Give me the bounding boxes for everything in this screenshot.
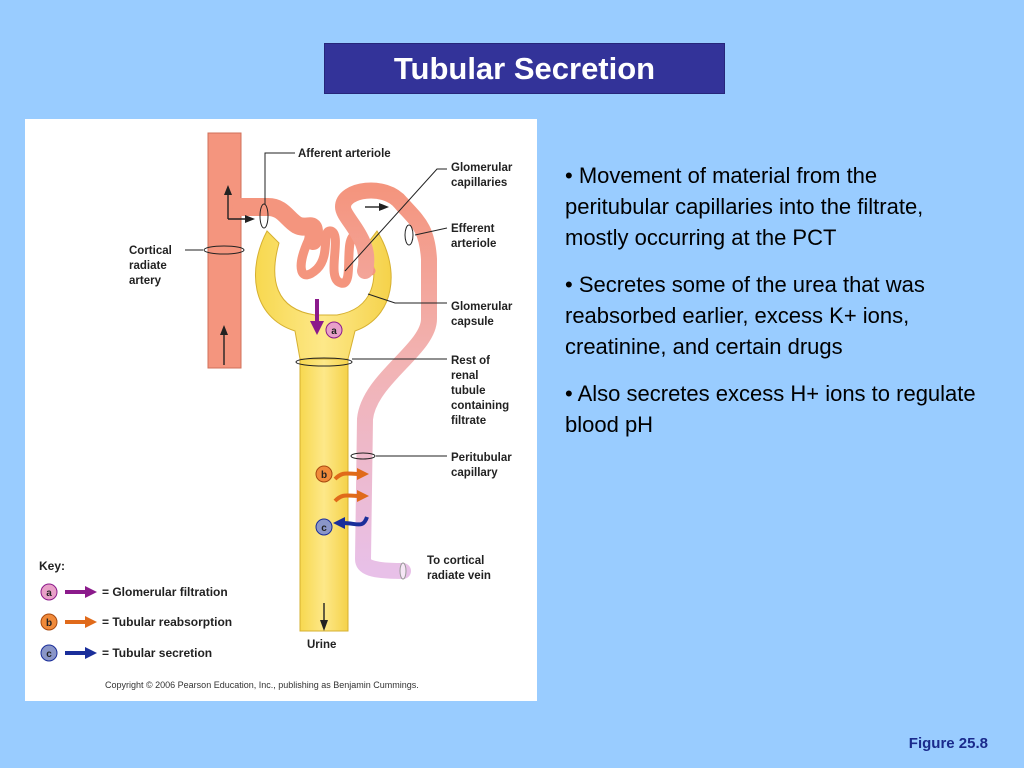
urine-arrowhead xyxy=(320,620,328,631)
figure-number: Figure 25.8 xyxy=(908,735,988,752)
artery-ring xyxy=(203,245,245,255)
key-arrowhead-a xyxy=(85,586,97,598)
artery-flow-arrowhead-top xyxy=(224,185,232,195)
secretion-arrowhead xyxy=(333,517,345,529)
key-label-a: = Glomerular filtration xyxy=(102,585,228,599)
label-rest-3: tubule xyxy=(451,385,486,397)
marker-a xyxy=(325,321,343,339)
key-arrowhead-b xyxy=(85,616,97,628)
label-urine: Urine xyxy=(307,639,336,651)
afferent-arteriole xyxy=(232,198,323,250)
reabsorption-arrow-1 xyxy=(333,471,360,481)
label-capsule-2: capsule xyxy=(451,316,494,328)
slide-title: Tubular Secretion xyxy=(324,43,725,94)
artery-branch-arrowhead xyxy=(245,215,255,223)
afferent-ring xyxy=(259,203,269,229)
efferent-ring xyxy=(404,224,414,246)
copyright-notice: Copyright © 2006 Pearson Education, Inc.… xyxy=(105,680,419,690)
marker-b-text: b xyxy=(321,470,327,481)
artery-flow-arrowhead-bottom xyxy=(220,325,228,335)
leader-efferent xyxy=(414,227,448,236)
leader-afferent xyxy=(264,152,295,204)
label-capsule-1: Glomerular xyxy=(451,301,513,313)
marker-c xyxy=(315,518,333,536)
label-cortical-1: Cortical xyxy=(129,245,172,257)
key-marker-b xyxy=(40,613,58,631)
label-rest-5: filtrate xyxy=(451,415,486,427)
leader-glomerular-capillaries xyxy=(344,168,447,272)
leader-lines xyxy=(185,152,448,457)
reabsorption-arrowhead-2 xyxy=(357,490,369,502)
secretion-arrow xyxy=(342,516,369,527)
key-title: Key: xyxy=(39,559,65,573)
label-afferent: Afferent arteriole xyxy=(298,148,391,160)
vein-opening xyxy=(399,562,407,580)
bullet-item: • Also secretes excess H+ ions to regula… xyxy=(565,381,976,437)
label-glomerular-capillaries-2: capillaries xyxy=(451,177,507,189)
label-rest-4: containing xyxy=(451,400,509,412)
tubule-ring xyxy=(295,357,353,367)
label-vein-2: radiate vein xyxy=(427,570,491,582)
key-arrowhead-c xyxy=(85,647,97,659)
key-marker-c-text: c xyxy=(46,649,52,660)
key-marker-b-text: b xyxy=(46,618,52,629)
bullet-item: • Movement of material from the peritubu… xyxy=(565,163,924,250)
label-efferent-2: arteriole xyxy=(451,238,496,250)
efferent-flow-arrowhead xyxy=(379,203,389,211)
marker-a-text: a xyxy=(331,326,337,337)
label-efferent-1: Efferent xyxy=(451,223,495,235)
label-glomerular-capillaries-1: Glomerular xyxy=(451,162,513,174)
reabsorption-arrow-2 xyxy=(333,493,360,503)
label-peritubular-1: Peritubular xyxy=(451,452,512,464)
label-rest-2: renal xyxy=(451,370,479,382)
label-cortical-2: radiate xyxy=(129,260,167,272)
leader-capsule xyxy=(367,293,447,304)
bullet-list: • Movement of material from the peritubu… xyxy=(565,160,985,456)
efferent-arteriole xyxy=(334,182,437,579)
marker-c-text: c xyxy=(321,523,327,534)
label-vein-1: To cortical xyxy=(427,555,484,567)
filtration-arrowhead xyxy=(310,321,324,335)
capillary-ring xyxy=(350,452,376,460)
label-cortical-3: artery xyxy=(129,275,162,287)
nephron-diagram: a b c xyxy=(25,119,537,701)
label-rest-1: Rest of xyxy=(451,355,490,367)
key-marker-a xyxy=(40,583,58,601)
reabsorption-arrowhead-1 xyxy=(357,468,369,480)
nephron-svg: a b c xyxy=(39,132,513,690)
key-marker-a-text: a xyxy=(46,588,52,599)
key-label-b: = Tubular reabsorption xyxy=(102,615,232,629)
key-label-c: = Tubular secretion xyxy=(102,646,212,660)
key-marker-c xyxy=(40,644,58,662)
glomerular-capsule xyxy=(255,230,392,360)
label-peritubular-2: capillary xyxy=(451,467,498,479)
bullet-item: • Secretes some of the urea that was rea… xyxy=(565,272,925,359)
marker-b xyxy=(315,465,333,483)
